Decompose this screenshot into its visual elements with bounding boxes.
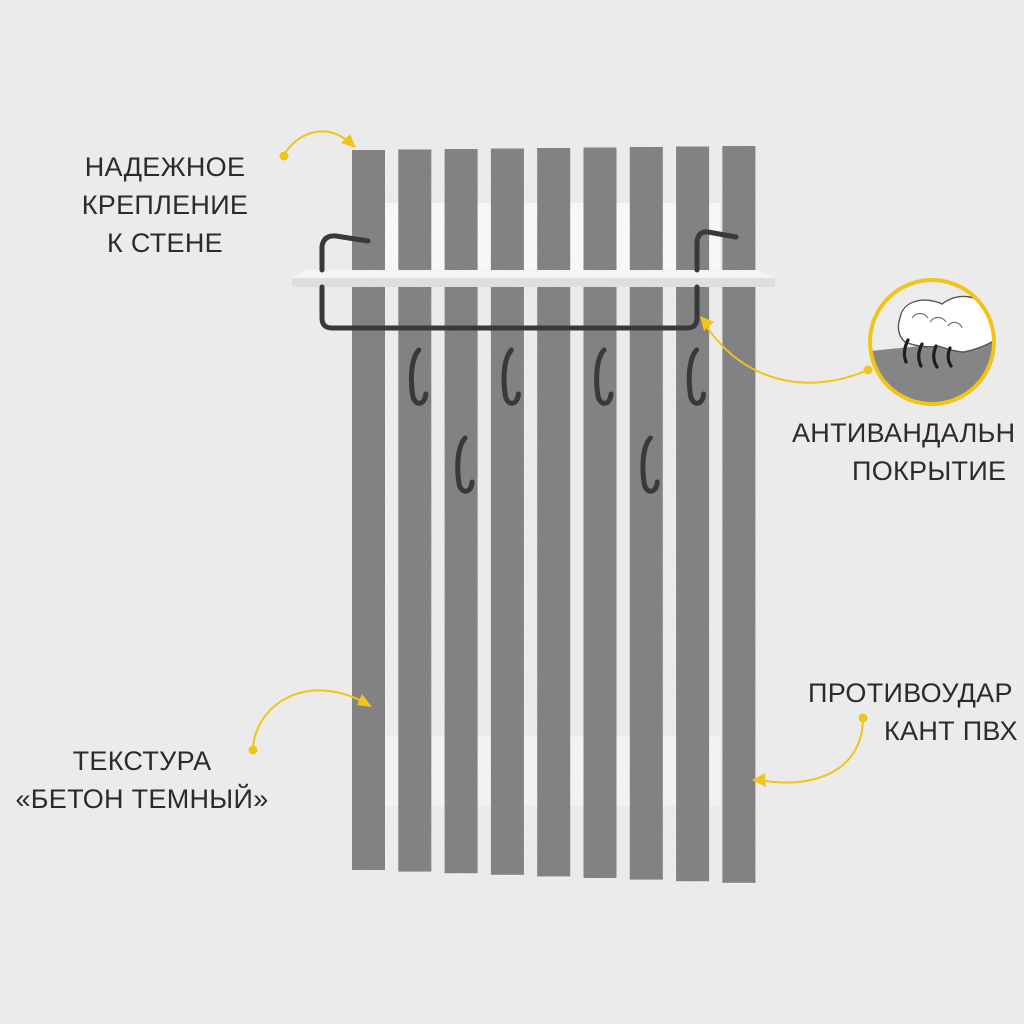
shelf-front (292, 278, 775, 287)
callout-texture-line-1: ТЕКСТУРА (72, 746, 212, 776)
rail-left-arm (319, 233, 371, 273)
rail-right-arm (694, 229, 739, 273)
dot-edge (858, 713, 868, 723)
claw-icon-nail-4 (946, 346, 953, 368)
coat-hook (640, 435, 660, 494)
arrow-coating (703, 322, 869, 384)
shelf-top (292, 270, 775, 278)
callout-edge-line-1: ПРОТИВОУДАР (808, 678, 1013, 708)
claw-icon-nail-3 (932, 344, 939, 369)
claw-icon-paw (897, 295, 994, 353)
arrow-texture (252, 689, 365, 749)
slat (444, 149, 478, 874)
scratch-claw-icon (868, 278, 996, 406)
slat (722, 146, 756, 883)
coat-hook (594, 347, 614, 406)
callout-mount: НАДЕЖНОЕ КРЕПЛЕНИЕ К СТЕНЕ (60, 148, 270, 262)
claw-icon-nail-1 (902, 338, 910, 364)
callout-arrowheads (341, 134, 766, 787)
callout-mount-line-1: НАДЕЖНОЕ (84, 152, 246, 182)
callout-coating-line-2: ПОКРЫТИЕ (852, 456, 1007, 486)
shelf (292, 270, 775, 287)
hook-group (408, 347, 707, 494)
callout-mount-line-3: К СТЕНЕ (107, 228, 223, 258)
callout-coating: АНТИВАНДАЛЬН ПОКРЫТИЕ (792, 414, 1024, 490)
arrowhead-coating (700, 316, 714, 331)
coat-hook (408, 347, 429, 406)
callout-texture-line-2: «БЕТОН ТЕМНЫЙ» (15, 784, 269, 814)
callout-texture: ТЕКСТУРА «БЕТОН ТЕМНЫЙ» (0, 742, 284, 818)
arrow-mount (283, 130, 351, 156)
hanger-rail (319, 229, 739, 331)
claw-icon-paw-detail (911, 312, 963, 329)
coat-hook (686, 347, 707, 406)
callout-edge: ПРОТИВОУДАР КАНТ ПВХ (808, 674, 1024, 750)
callout-coating-line-1: АНТИВАНДАЛЬН (792, 418, 1016, 448)
dot-coating (863, 365, 873, 375)
callout-edge-line-2: КАНТ ПВХ (884, 716, 1018, 746)
coat-hook (501, 347, 521, 406)
callout-dots (248, 151, 873, 755)
slat-group (352, 146, 756, 883)
callout-mount-line-2: КРЕПЛЕНИЕ (81, 190, 249, 220)
arrowhead-edge (752, 773, 766, 787)
slat (398, 149, 432, 872)
slat (583, 147, 617, 878)
dot-texture (248, 745, 258, 755)
arrow-edge (759, 717, 864, 784)
arrowhead-texture (357, 694, 372, 707)
arrowhead-mount (341, 134, 356, 148)
slat (490, 148, 524, 875)
slat (676, 146, 710, 882)
rail-bar (319, 284, 700, 331)
slat (352, 150, 385, 870)
claw-icon-nail-2 (917, 342, 924, 368)
slat (537, 148, 571, 877)
slat (629, 147, 663, 880)
dot-mount (279, 151, 289, 161)
callout-arrows (252, 130, 869, 784)
claw-icon-ring (868, 278, 996, 406)
coat-hook (455, 435, 475, 494)
